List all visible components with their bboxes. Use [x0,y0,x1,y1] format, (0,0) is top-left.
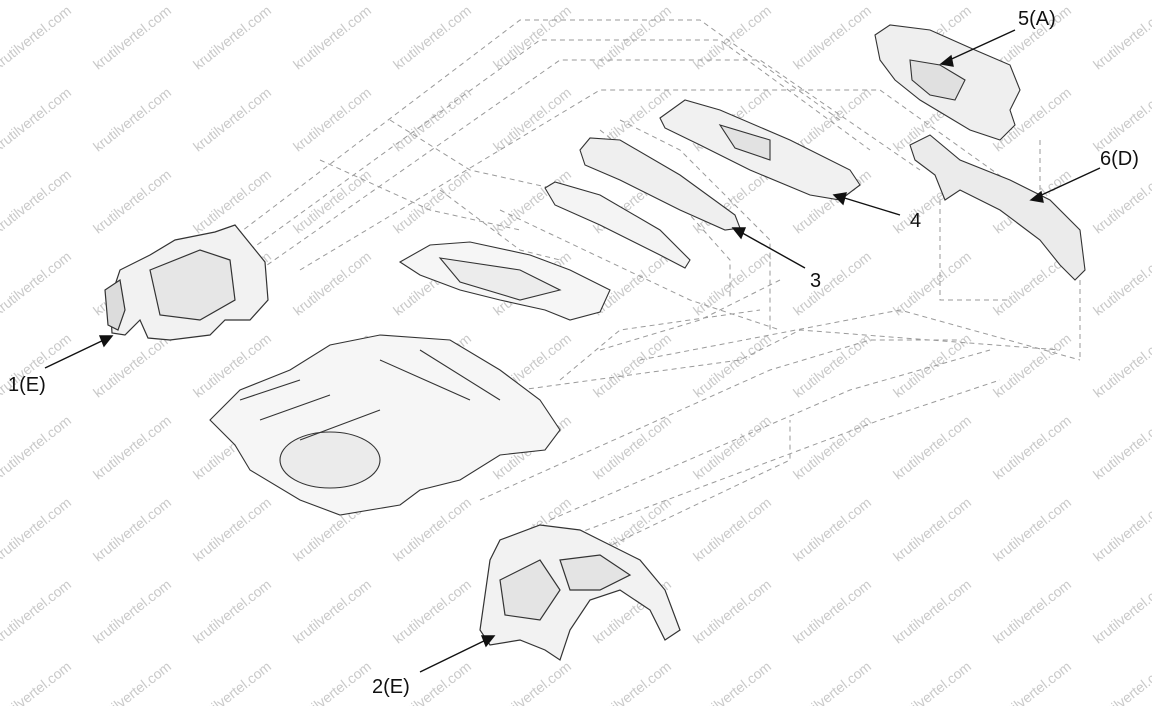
callout-part-6: 6(D) [1100,148,1139,170]
part-6-rear-panel [909,134,1086,281]
leader-lines [229,19,1081,561]
part-rear-floor-crossmember [398,241,611,321]
part-5-panel [874,24,1021,141]
callout-part-2: 2(E) [372,676,410,698]
part-4-package-tray [659,99,861,201]
callout-part-5: 5(A) [1018,8,1056,30]
part-2-quarter-panel [479,524,681,661]
callout-part-3: 3 [810,270,822,292]
callout-part-1: 1(E) [8,374,46,396]
callout-arrows [44,29,1101,673]
part-floor-pan [209,334,561,516]
callout-part-4: 4 [910,210,922,232]
part-1-quarter-panel [104,224,269,341]
part-3-rear-shelf [544,137,741,269]
